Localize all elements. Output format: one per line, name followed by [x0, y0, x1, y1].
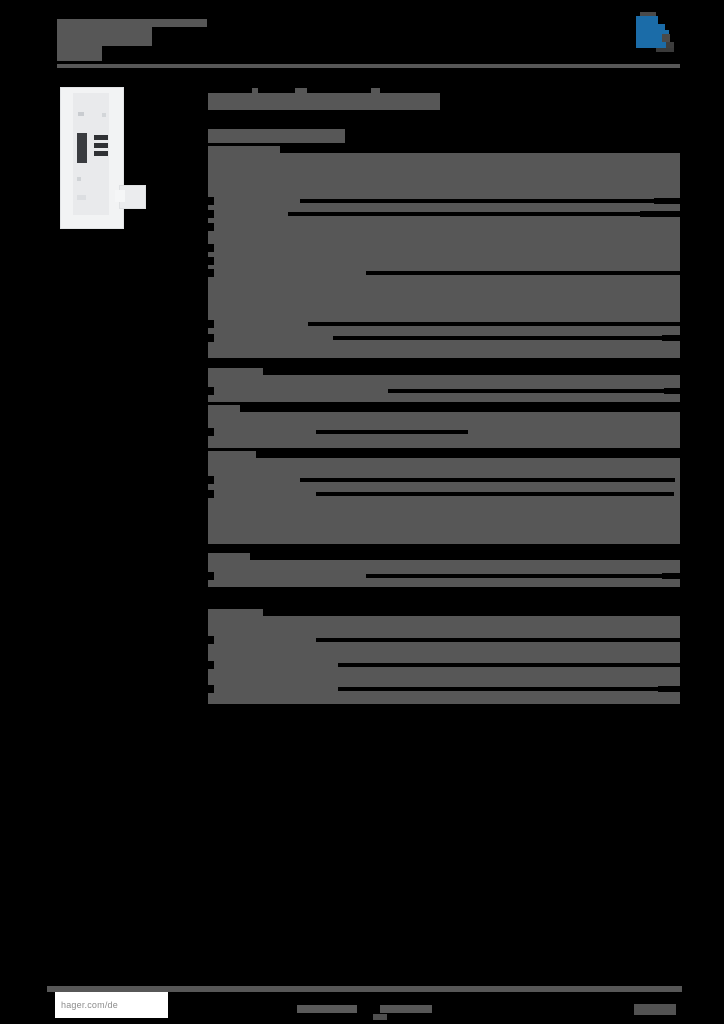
product-slot-right-3: [94, 151, 108, 156]
spec-row-leader: [316, 492, 674, 496]
spec-row-gutter: [208, 334, 214, 342]
spec-row-leader: [366, 574, 681, 578]
section-heading: [208, 368, 263, 376]
spec-row-gutter: [208, 223, 214, 231]
spec-row-value: [654, 198, 680, 204]
spec-row-value: [662, 335, 680, 341]
product-slot-right-2: [94, 143, 108, 148]
section-heading: [208, 553, 250, 561]
product-side-tab-inner: [115, 190, 125, 202]
product-slot-right-1: [94, 135, 108, 140]
spec-row-gutter: [208, 428, 214, 436]
spec-row-leader: [316, 430, 468, 434]
spec-row-gutter: [208, 476, 214, 484]
spec-row-gutter: [208, 685, 214, 693]
spec-row-gutter: [208, 269, 214, 277]
spec-row-leader: [308, 322, 698, 326]
product-detail-3: [77, 177, 81, 181]
section-heading: [208, 405, 240, 413]
logo-accent-low: [666, 42, 674, 50]
spec-row-gutter: [208, 320, 214, 328]
footer-right-line-2: [634, 1004, 676, 1015]
logo-tip-shape: [658, 24, 665, 32]
product-detail-2: [102, 113, 106, 117]
spec-row-gutter: [208, 490, 214, 498]
page-header: [0, 0, 724, 72]
spec-row-gutter: [208, 661, 214, 669]
logo-main-shape: [636, 16, 658, 48]
spec-row-value: [664, 388, 680, 394]
spec-row-gutter: [208, 257, 214, 265]
footer-divider: [47, 986, 682, 992]
footer-center-line-2: [297, 1005, 357, 1013]
header-title-line1: [57, 18, 207, 27]
section-heading: [208, 146, 280, 154]
product-detail-4: [77, 195, 86, 200]
header-title-line3: [57, 46, 102, 61]
header-title-line2: [57, 27, 152, 46]
spec-row-gutter: [208, 244, 214, 252]
section-heading: [208, 451, 256, 459]
product-image: [57, 85, 172, 235]
spec-row-leader: [388, 389, 678, 393]
logo-accent-base: [656, 48, 674, 52]
spec-row-leader: [288, 212, 673, 216]
spec-row-leader: [316, 638, 708, 642]
spec-row-value: [662, 573, 680, 579]
spec-row-value: [658, 686, 680, 692]
footer-website-link[interactable]: hager.com/de: [55, 992, 168, 1018]
spec-section: [208, 153, 680, 358]
spec-section: [208, 458, 680, 544]
footer-center-line-3: [380, 1005, 432, 1013]
page-title-ascender-3: [371, 88, 380, 94]
page-title: [208, 93, 440, 110]
spec-row-gutter: [208, 210, 214, 218]
product-slot-left: [77, 133, 87, 163]
logo-accent-top: [640, 12, 656, 17]
hager-logo-icon: [636, 12, 676, 52]
spec-row-value: [640, 211, 680, 217]
page-title-ascender-2: [295, 88, 307, 94]
spec-row-leader: [338, 687, 683, 691]
spec-row-leader: [300, 478, 675, 482]
spec-row-leader: [300, 199, 692, 203]
spec-row-leader: [338, 663, 710, 667]
page-title-ascender-1: [252, 88, 258, 94]
spec-row-leader: [366, 271, 696, 275]
logo-accent-mid: [662, 34, 670, 42]
footer-center-line-4: [373, 1014, 387, 1020]
product-detail-1: [78, 112, 84, 116]
spec-row-gutter: [208, 197, 214, 205]
spec-section: [208, 375, 680, 402]
spec-row-gutter: [208, 636, 214, 644]
page-subtitle: [208, 129, 345, 143]
spec-row-gutter: [208, 387, 214, 395]
section-heading: [208, 609, 263, 617]
spec-row-gutter: [208, 572, 214, 580]
header-divider: [57, 64, 680, 68]
spec-section: [208, 560, 680, 587]
header-title-line1-notch: [57, 14, 207, 19]
spec-row-leader: [333, 336, 693, 340]
